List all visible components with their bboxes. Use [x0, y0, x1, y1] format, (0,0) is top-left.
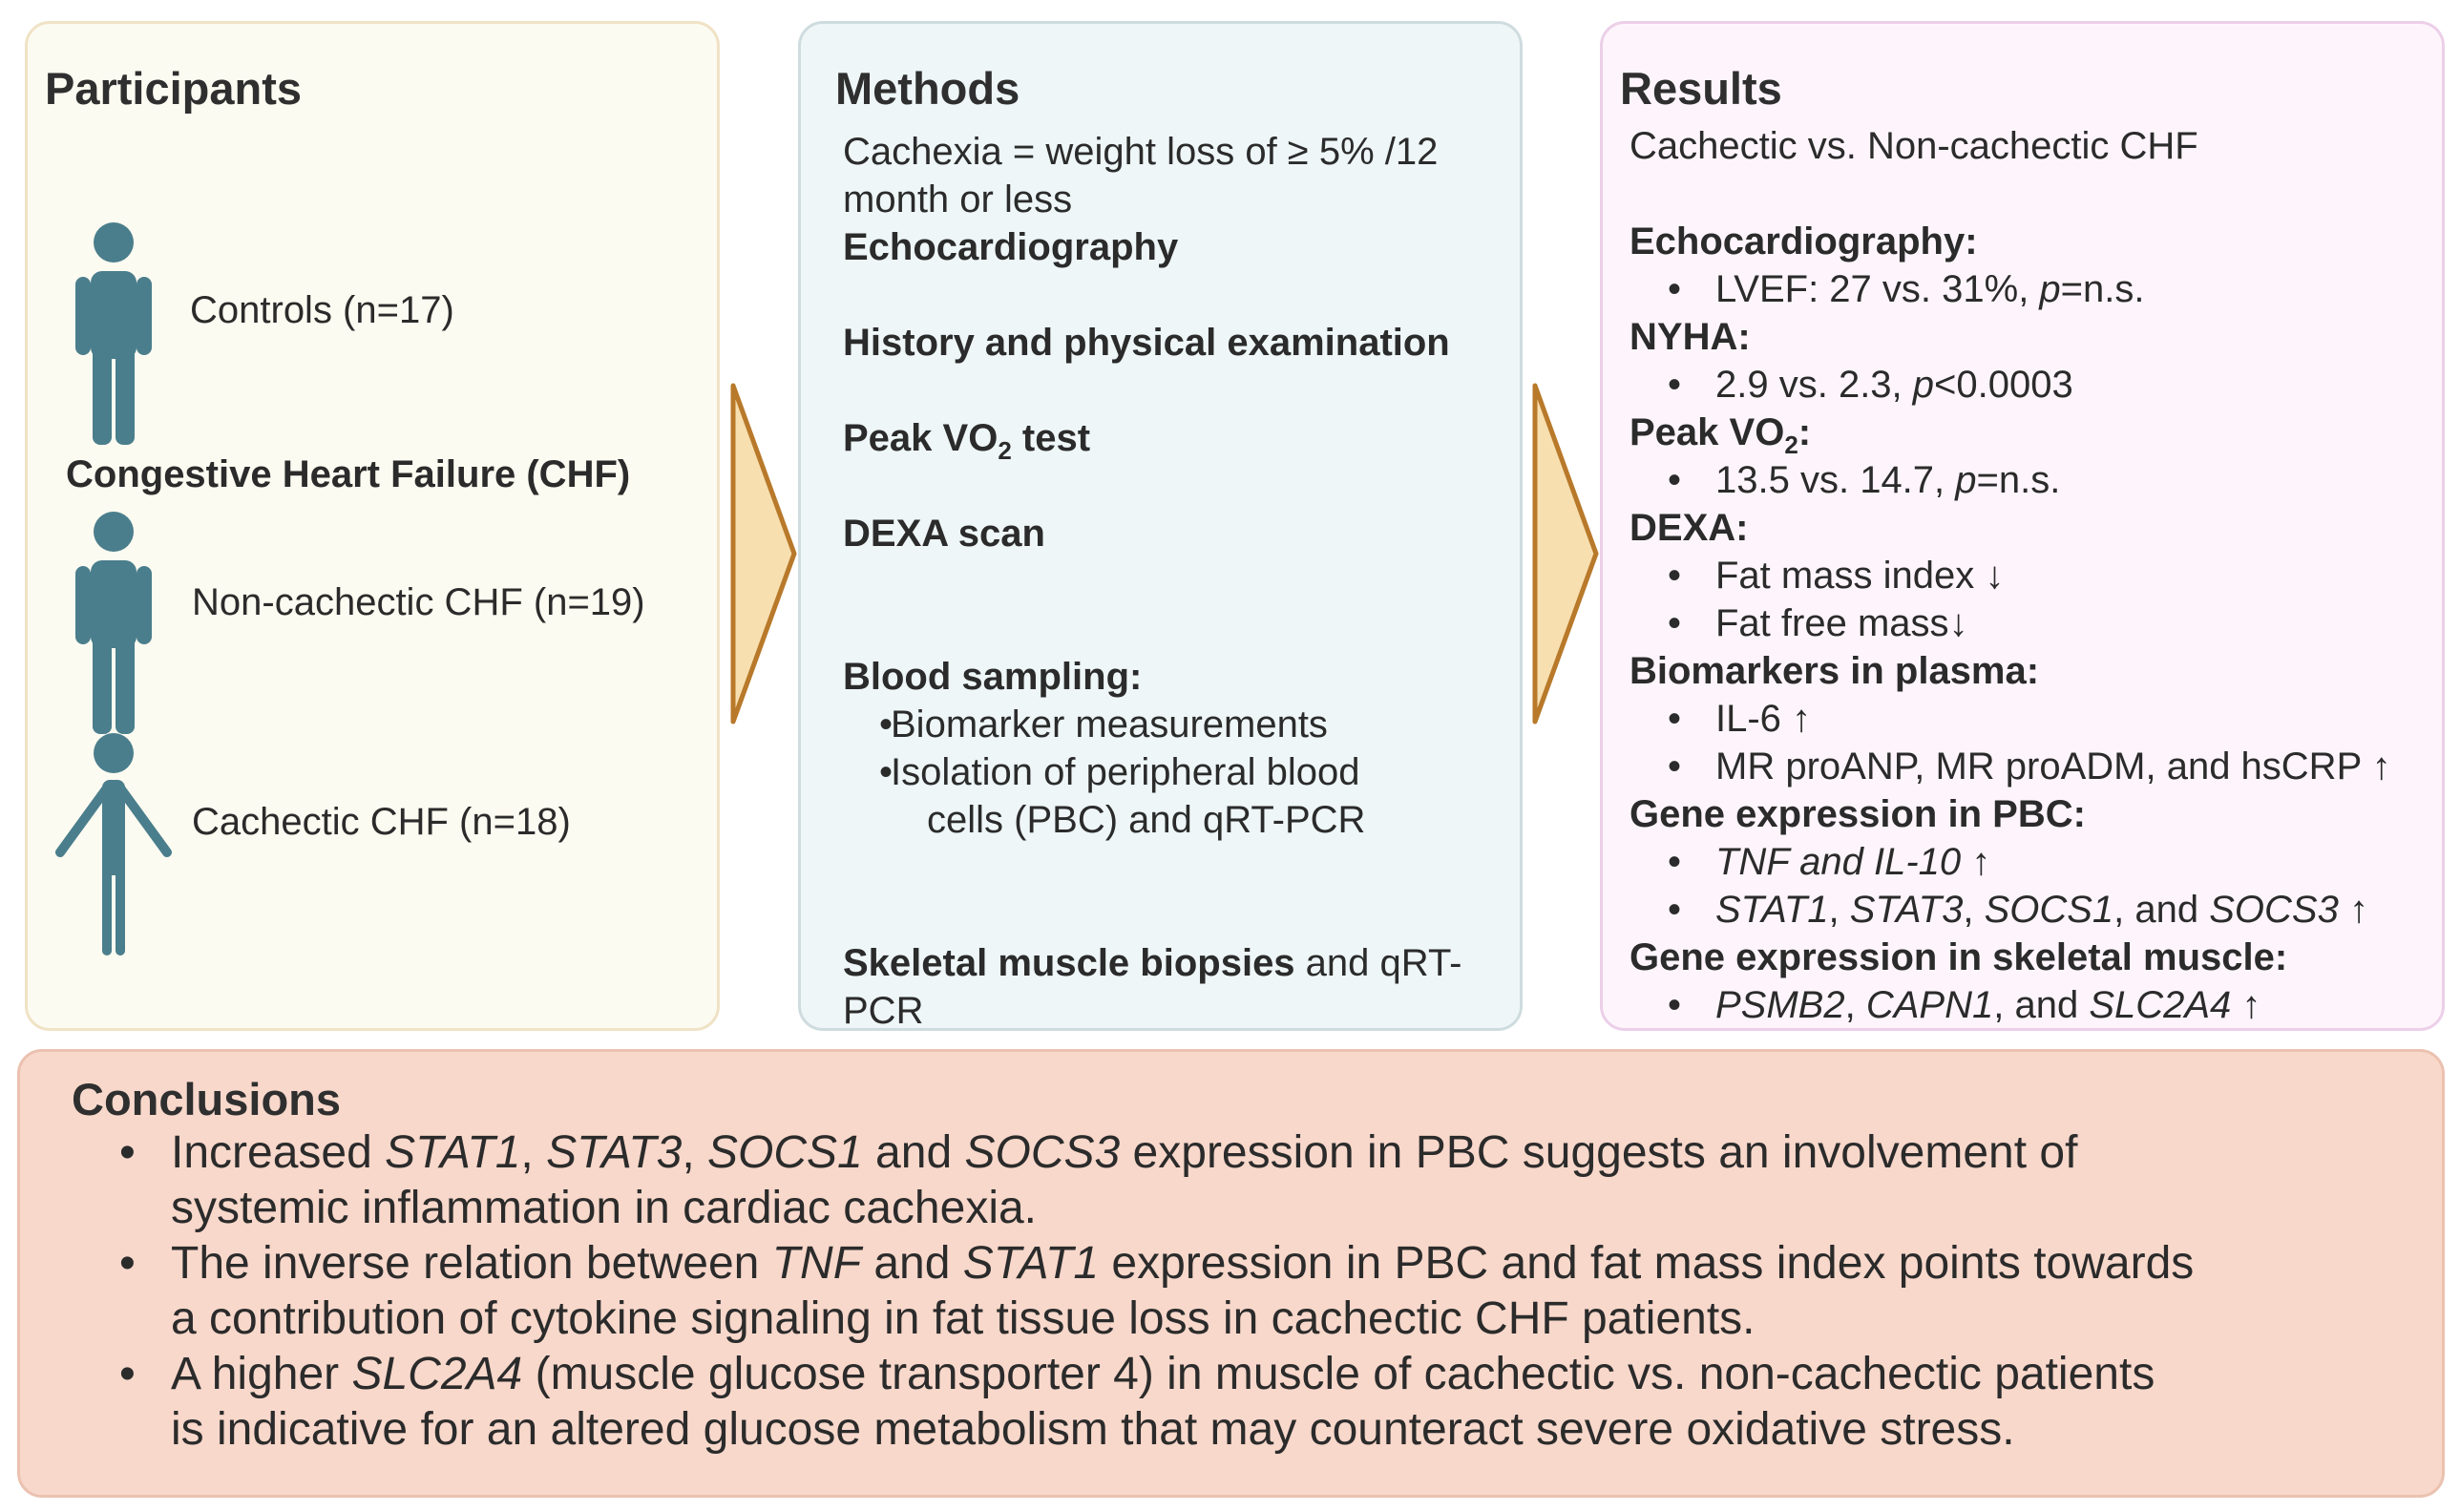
result-dexa-item-2: •Fat free mass↓: [1668, 602, 1968, 644]
blood-item-1: •Biomarker measurements: [879, 704, 1328, 746]
method-peak-vo2: Peak VO2 test: [843, 417, 1091, 465]
conclusion-1-line2: systemic inflammation in cardiac cachexi…: [171, 1183, 1038, 1233]
conclusion-3-line1: A higher SLC2A4 (muscle glucose transpor…: [171, 1349, 2155, 1399]
blood-item-2: •Isolation of peripheral blood: [879, 751, 1360, 793]
method-blood: Blood sampling:: [843, 656, 1143, 698]
result-nyha-item: •2.9 vs. 2.3, p<0.0003: [1668, 364, 2073, 406]
non-cachectic-label: Non-cachectic CHF (n=19): [192, 581, 645, 623]
participants-panel: Participants Controls (n=17) Congestive …: [25, 21, 720, 1031]
results-title: Results: [1620, 63, 1782, 114]
conclusion-bullet-3: •: [119, 1349, 136, 1399]
result-peak-item: •13.5 vs. 14.7, p=n.s.: [1668, 459, 2061, 501]
cachectic-label: Cachectic CHF (n=18): [192, 801, 571, 843]
method-dexa: DEXA scan: [843, 513, 1045, 555]
control-person-icon: [75, 222, 152, 445]
result-gene-pbc-item-1: •TNF and IL-10 ↑: [1668, 841, 1991, 883]
conclusion-1-line1: Increased STAT1, STAT3, SOCS1 and SOCS3 …: [171, 1127, 2078, 1178]
result-gene-skeletal-item: •PSMB2, CAPN1, and SLC2A4 ↑: [1668, 984, 2261, 1026]
method-skeletal: Skeletal muscle biopsies and qRT-: [843, 942, 1462, 984]
method-echo: Echocardiography: [843, 226, 1179, 268]
blood-item-2-cont: cells (PBC) and qRT-PCR: [927, 799, 1366, 841]
result-gene-skeletal-heading: Gene expression in skeletal muscle:: [1629, 936, 2288, 978]
controls-label: Controls (n=17): [190, 289, 454, 331]
cachexia-definition-line1: Cachexia = weight loss of ≥ 5% /12: [843, 131, 1439, 173]
method-skeletal-cont: PCR: [843, 990, 924, 1032]
result-dexa-item-1: •Fat mass index ↓: [1668, 555, 2005, 597]
arrow-right-icon: [1532, 383, 1599, 724]
cachexia-definition-line2: month or less: [843, 178, 1073, 220]
conclusions-title: Conclusions: [72, 1074, 342, 1124]
methods-title: Methods: [835, 63, 1020, 114]
method-history: History and physical examination: [843, 322, 1450, 364]
methods-panel: Methods Cachexia = weight loss of ≥ 5% /…: [798, 21, 1523, 1031]
result-dexa-heading: DEXA:: [1629, 507, 1749, 549]
arrow-right-icon: [730, 383, 797, 724]
result-peak-heading: Peak VO2:: [1629, 411, 1812, 459]
result-echo-item: •LVEF: 27 vs. 31%, p=n.s.: [1668, 268, 2145, 310]
conclusion-2-line1: The inverse relation between TNF and STA…: [171, 1238, 2195, 1289]
conclusion-3-line2: is indicative for an altered glucose met…: [171, 1404, 2015, 1455]
non-cachectic-person-icon: [75, 512, 152, 734]
chf-heading: Congestive Heart Failure (CHF): [66, 453, 631, 495]
result-biomarkers-heading: Biomarkers in plasma:: [1629, 650, 2040, 692]
results-subtitle: Cachectic vs. Non-cachectic CHF: [1629, 125, 2198, 167]
cachectic-person-icon: [55, 733, 172, 956]
conclusions-panel: Conclusions • Increased STAT1, STAT3, SO…: [17, 1049, 2445, 1498]
result-biomarkers-item-1: •IL-6 ↑: [1668, 698, 1812, 740]
result-biomarkers-item-2: •MR proANP, MR proADM, and hsCRP ↑: [1668, 746, 2391, 788]
result-gene-pbc-heading: Gene expression in PBC:: [1629, 793, 2086, 835]
result-nyha-heading: NYHA:: [1629, 316, 1751, 358]
result-echo-heading: Echocardiography:: [1629, 220, 1978, 262]
result-gene-pbc-item-2: •STAT1, STAT3, SOCS1, and SOCS3 ↑: [1668, 889, 2368, 931]
conclusion-bullet-1: •: [119, 1127, 136, 1178]
conclusion-2-line2: a contribution of cytokine signaling in …: [171, 1293, 1756, 1344]
conclusion-bullet-2: •: [119, 1238, 136, 1289]
results-panel: Results Cachectic vs. Non-cachectic CHF …: [1600, 21, 2445, 1031]
participants-title: Participants: [45, 63, 303, 114]
